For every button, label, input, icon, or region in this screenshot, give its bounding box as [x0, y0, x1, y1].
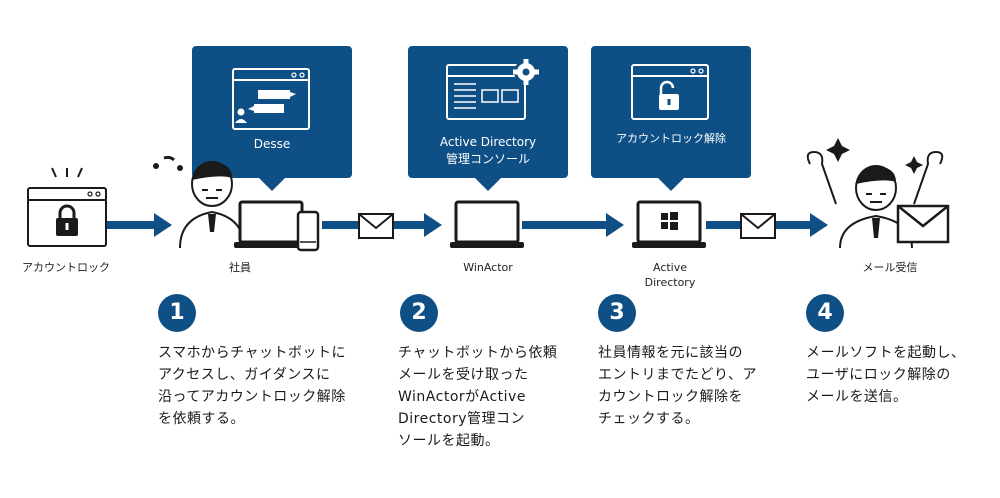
step-number-3: 3 [598, 294, 636, 332]
actor-label-mail: メール受信 [862, 261, 918, 274]
callout-label: アカウントロック解除 [616, 132, 726, 145]
flow-line [522, 221, 608, 229]
happy-person-mail-icon [806, 138, 950, 249]
mail-envelope-icon [740, 213, 776, 239]
mail-envelope-icon [358, 213, 394, 239]
callout-label: 管理コンソール [445, 152, 530, 166]
callout-label: Active Directory [439, 135, 537, 149]
step-description-1: スマホからチャットボットに アクセスし、ガイダンスに 沿ってアカウントロック解除… [158, 345, 346, 427]
chat-window-icon [232, 68, 310, 130]
settings-window-icon [446, 59, 539, 120]
step-number-1: 1 [158, 294, 196, 332]
actor-label-winactor: WinActor [463, 261, 513, 274]
locked-window-icon [27, 167, 107, 247]
flow-arrowhead [154, 213, 172, 237]
flow-arrowhead [606, 213, 624, 237]
actor-label-line: Directory [644, 276, 696, 289]
laptop-icon [450, 200, 524, 248]
employee-with-devices-icon [153, 155, 320, 252]
step-number-4: 4 [806, 294, 844, 332]
unlock-window-icon [631, 64, 709, 120]
actor-label-line: Active [652, 261, 688, 274]
actor-label-locked: アカウントロック [22, 261, 110, 274]
callout-label: Desse [253, 137, 291, 151]
flow-line [106, 221, 156, 229]
step-description-3: 社員情報を元に該当の エントリまでたどり、ア カウントロック解除を チェックする… [598, 345, 757, 427]
windows-laptop-icon [632, 200, 706, 248]
callout-ad-console: Active Directory 管理コンソール [408, 46, 568, 191]
step-number-2: 2 [400, 294, 438, 332]
step-description-2: チャットボットから依頼 メールを受け取った WinActorがActive Di… [398, 345, 558, 449]
flow-arrowhead [810, 213, 828, 237]
flow-arrowhead [424, 213, 442, 237]
windows-logo-icon [661, 212, 678, 230]
step-description-4: メールソフトを起動し、 ユーザにロック解除の メールを送信。 [806, 345, 966, 405]
callout-desse: Desse [192, 46, 352, 191]
actor-label-ad: Active Directory [630, 260, 710, 290]
callout-unlock: アカウントロック解除 [591, 46, 751, 191]
actor-label-employee: 社員 [229, 261, 251, 274]
